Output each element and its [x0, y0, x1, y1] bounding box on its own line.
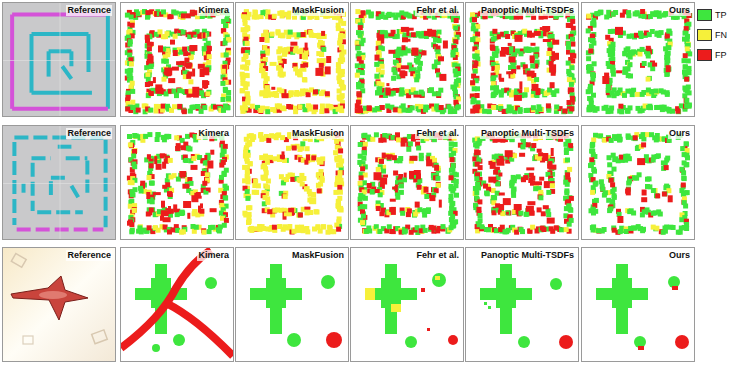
result-panel: Reference	[2, 125, 116, 240]
legend-text: FP	[715, 49, 727, 61]
legend-text: FN	[715, 29, 727, 41]
map-illustration	[582, 248, 695, 362]
method-label: Kimera	[197, 250, 230, 261]
map-illustration	[236, 248, 349, 362]
result-panel: Reference	[2, 2, 116, 117]
map-illustration	[121, 3, 234, 117]
method-label: Fehr et al.	[415, 128, 460, 139]
map-illustration	[351, 126, 464, 240]
legend-row: FN	[697, 26, 730, 46]
result-panel: Fehr et al.	[350, 247, 464, 362]
result-panel: Ours	[581, 247, 695, 362]
method-label: Fehr et al.	[415, 5, 460, 16]
result-panel: Kimera	[120, 125, 234, 240]
map-illustration	[466, 248, 579, 362]
result-panel: MaskFusion	[235, 125, 349, 240]
method-label: Fehr et al.	[415, 250, 460, 261]
map-illustration	[351, 248, 464, 362]
map-illustration	[466, 3, 579, 117]
method-label: Panoptic Multi-TSDFs	[480, 250, 575, 261]
result-panel: Panoptic Multi-TSDFs	[465, 125, 579, 240]
result-panel: MaskFusion	[235, 247, 349, 362]
result-panel: Panoptic Multi-TSDFs	[465, 247, 579, 362]
map-illustration	[3, 248, 116, 362]
map-illustration	[466, 126, 579, 240]
method-label: Reference	[66, 128, 112, 139]
legend-swatch	[697, 29, 712, 41]
method-label: Ours	[668, 128, 691, 139]
result-panel: Kimera	[120, 2, 234, 117]
method-label: Ours	[668, 5, 691, 16]
map-illustration	[351, 3, 464, 117]
map-illustration	[236, 3, 349, 117]
result-panel: Fehr et al.	[350, 2, 464, 117]
legend-row: TP	[697, 6, 730, 26]
method-label: Panoptic Multi-TSDFs	[480, 5, 575, 16]
method-label: Kimera	[197, 5, 230, 16]
result-panel: Reference	[2, 247, 116, 362]
method-label: MaskFusion	[291, 5, 345, 16]
map-illustration	[121, 126, 234, 240]
legend-row: FP	[697, 46, 730, 66]
result-panel: Ours	[581, 125, 695, 240]
method-label: Ours	[668, 250, 691, 261]
result-panel: Panoptic Multi-TSDFs	[465, 2, 579, 117]
map-illustration	[236, 126, 349, 240]
legend-swatch	[697, 9, 712, 21]
legend-text: TP	[715, 9, 727, 21]
map-illustration	[3, 126, 116, 240]
map-illustration	[582, 126, 695, 240]
map-illustration	[582, 3, 695, 117]
legend: TP FN FP	[697, 6, 730, 66]
result-panel: MaskFusion	[235, 2, 349, 117]
map-illustration	[121, 248, 234, 362]
legend-swatch	[697, 49, 712, 61]
method-label: MaskFusion	[291, 128, 345, 139]
result-panel: Ours	[581, 2, 695, 117]
map-illustration	[3, 3, 116, 117]
method-label: MaskFusion	[291, 250, 345, 261]
result-panel: Fehr et al.	[350, 125, 464, 240]
method-label: Panoptic Multi-TSDFs	[480, 128, 575, 139]
method-label: Reference	[66, 250, 112, 261]
result-panel: Kimera	[120, 247, 234, 362]
method-label: Reference	[66, 5, 112, 16]
method-label: Kimera	[197, 128, 230, 139]
